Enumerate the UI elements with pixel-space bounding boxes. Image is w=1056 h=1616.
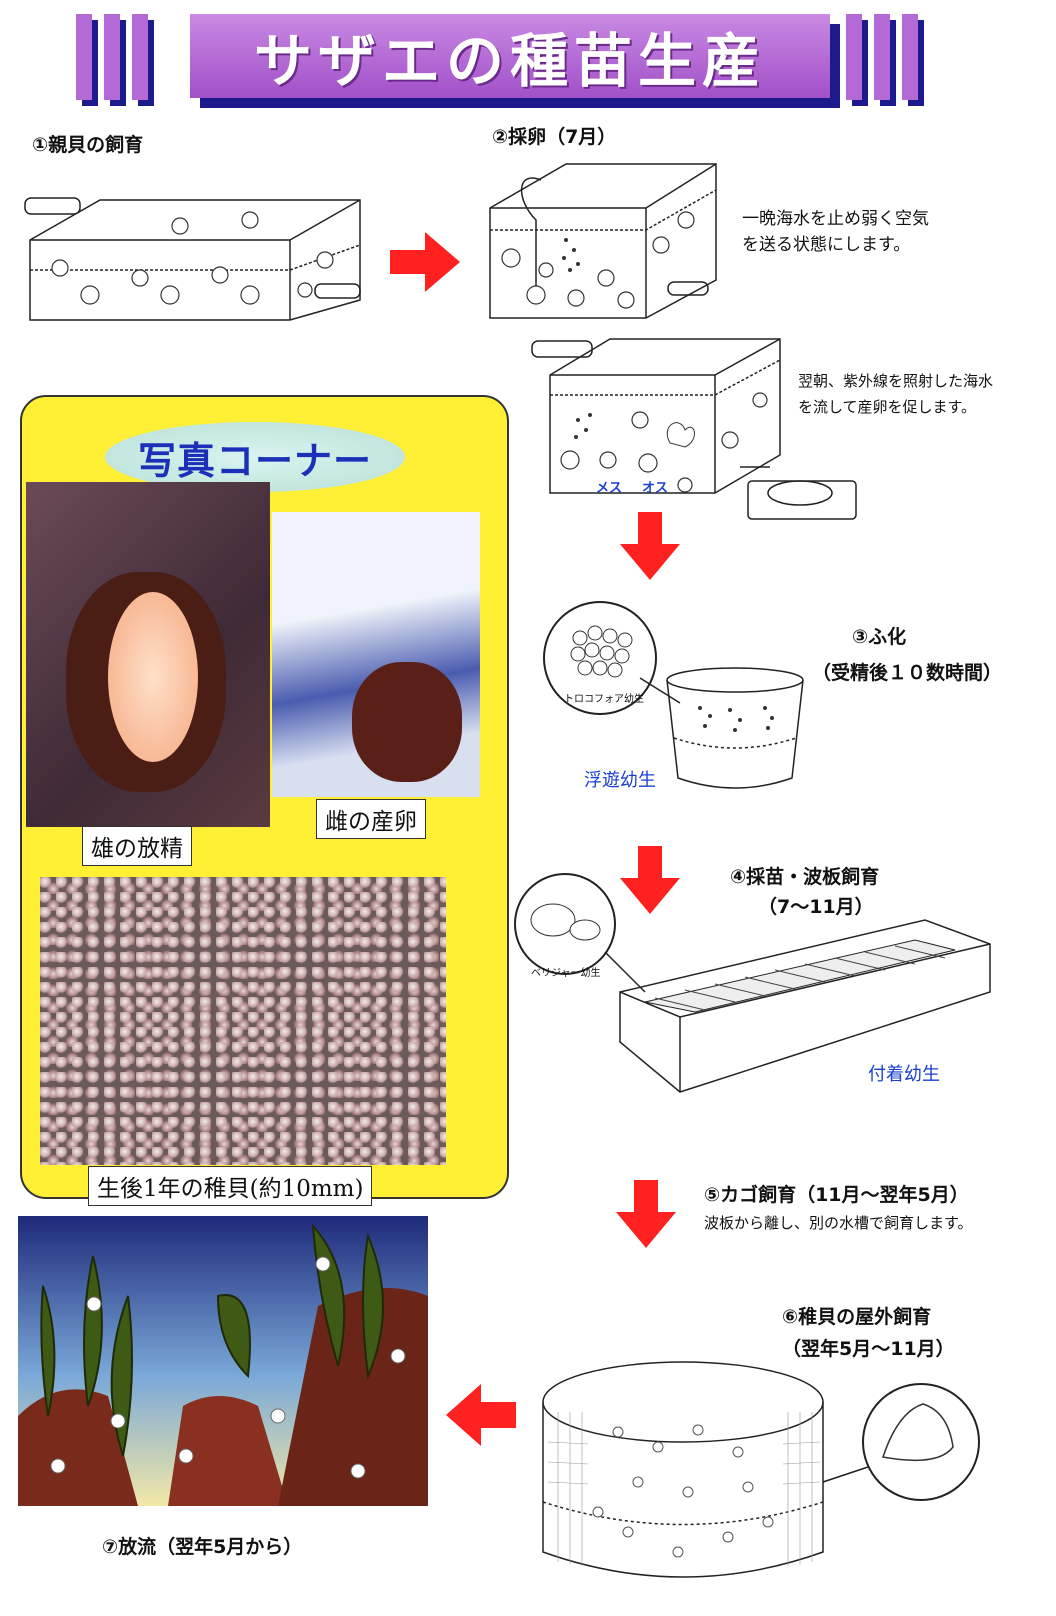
planktonic-larva-label: 浮遊幼生 (584, 770, 656, 791)
step2-label: ②採卵（7月） (492, 126, 617, 148)
step2b-note-line2: を流して産卵を促します。 (798, 398, 977, 416)
release-scene-illustration (18, 1216, 428, 1506)
step7-label: ⑦放流（翌年5月から） (102, 1536, 303, 1558)
male-label: オス (642, 481, 669, 496)
uv-water-tank-illustration (531, 338, 857, 520)
step5-label: ⑤カゴ飼育（11月〜翌年5月） (704, 1184, 969, 1206)
arrow-right-icon (390, 232, 460, 292)
hatching-illustration (543, 601, 804, 789)
step1-label: ①親貝の飼育 (32, 134, 144, 156)
attached-larva-label: 付着幼生 (868, 1064, 940, 1085)
step5-note: 波板から離し、別の水槽で飼育します。 (704, 1214, 973, 1232)
arrow-down-icon (620, 846, 680, 914)
male-spawning-caption: 雄の放精 (82, 826, 192, 866)
female-spawning-photo (272, 512, 480, 797)
juvenile-caption: 生後1年の稚貝(約10mm) (88, 1166, 373, 1206)
outdoor-tank-illustration (542, 1361, 980, 1578)
step2b-note-line1: 翌朝、紫外線を照射した海水 (798, 372, 994, 390)
title-banner: サザエの種苗生産 (190, 14, 830, 98)
photo-corner-title-pill: 写真コーナー (105, 422, 405, 492)
veliger-label: ベリジャー幼生 (531, 968, 601, 979)
parent-tank-illustration (24, 197, 361, 321)
wave-plate-tank-illustration (514, 873, 991, 1093)
female-spawning-caption: 雌の産卵 (316, 799, 426, 839)
step6-sub: （翌年5月〜11月） (782, 1338, 955, 1360)
trochophore-label: トロコフォア幼生 (564, 694, 644, 705)
step3-label: ③ふ化 (852, 626, 907, 648)
step2-note-line2: を送る状態にします。 (742, 235, 911, 255)
step4-label: ④採苗・波板飼育 (730, 866, 880, 888)
spawning-tank-illustration (489, 163, 717, 319)
juvenile-snails-photo (40, 877, 446, 1165)
step4-sub: （7〜11月） (758, 896, 874, 918)
female-label: メス (596, 481, 623, 496)
step6-label: ⑥稚貝の屋外飼育 (782, 1306, 932, 1328)
page-title: サザエの種苗生産 (253, 27, 766, 95)
arrow-down-icon (620, 512, 680, 580)
step3-sub: （受精後１０数時間） (812, 662, 1003, 684)
banner-stripes (56, 14, 986, 100)
arrow-down-icon (616, 1180, 676, 1248)
photo-corner-title: 写真コーナー (137, 438, 372, 483)
step2-note-line1: 一晩海水を止め弱く空気 (742, 209, 929, 229)
arrow-left-icon (446, 1384, 516, 1446)
male-spawning-photo (26, 482, 270, 827)
